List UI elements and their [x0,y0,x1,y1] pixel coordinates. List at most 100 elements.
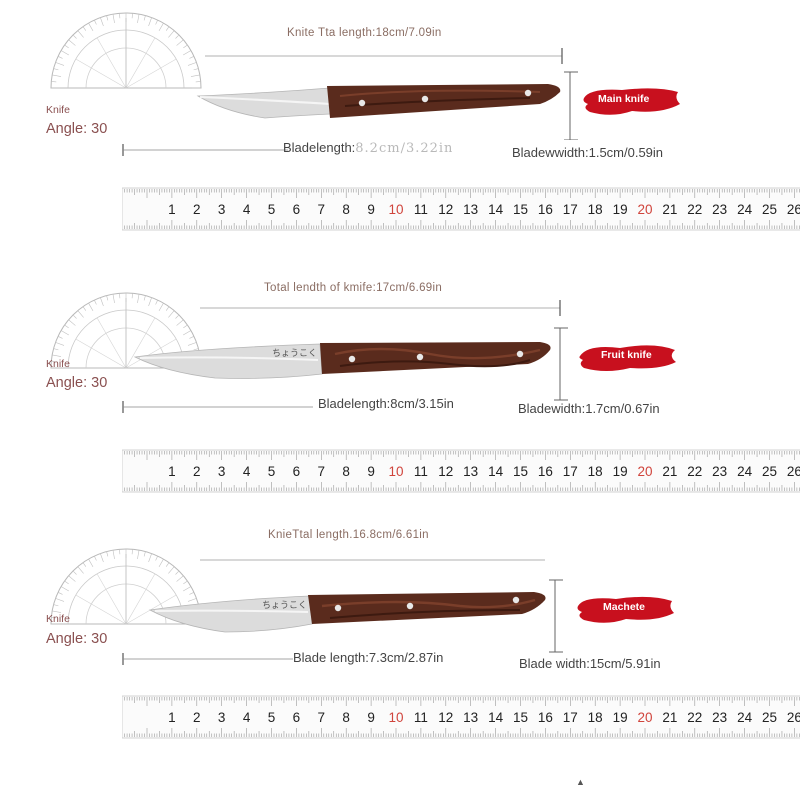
ruler-number: 23 [712,464,728,479]
ruler-number: 13 [463,464,479,479]
ruler-number: 17 [562,202,578,217]
ruler-number: 10 [388,710,404,725]
ruler-number: 9 [367,710,375,725]
blade-length-value: Bladelength:8cm/3.15in [318,396,454,411]
ruler-number: 17 [562,710,578,725]
ruler-number: 12 [438,710,454,725]
ruler-number: 16 [537,202,553,217]
blade-length-label: Bladelength:8.2cm/3.22in [283,140,453,156]
blade-mark: ちょうこく [272,348,318,358]
blade-length-line [122,144,288,156]
blade-length-line [122,653,293,665]
ruler-number: 23 [712,710,728,725]
blade-width-label: Bladewwidth:1.5cm/0.59in [512,145,664,160]
ruler-number: 2 [193,464,201,479]
blade-width-label: Bladewidth:1.7cm/0.67in [518,401,660,416]
ruler-number: 4 [242,710,251,725]
blade-length-prefix: Bladelength: [283,140,356,155]
ruler-number: 10 [388,202,404,217]
ruler-number: 9 [367,464,375,479]
brush-stroke-badge [583,88,680,115]
knife-section-main: Knite Tta length:18cm/7.09in Knife Angle… [0,0,800,255]
ruler-number: 22 [687,710,703,725]
ruler-number: 23 [712,202,728,217]
brush-stroke-badge [577,596,674,623]
ruler-number: 22 [687,464,703,479]
ruler-number: 13 [463,202,479,217]
ruler-number: 26 [786,202,800,217]
ruler-number: 19 [612,464,628,479]
ruler-number: 2 [193,202,201,217]
blade-mark: ちょうこく [262,600,308,610]
ruler-number: 4 [242,464,251,479]
angle-label: Angle: 30 [46,121,108,137]
ruler-number: 24 [737,464,753,479]
ruler-number: 7 [317,464,326,479]
knife-type-badge: Machete [603,601,646,613]
ruler-number: 26 [786,710,800,725]
knife-label: Knife [46,613,70,625]
ruler-number: 6 [292,202,301,217]
ruler-number: 8 [342,710,350,725]
blade-length-value: 8.2cm/3.22in [355,141,454,156]
ruler-number: 2 [193,710,201,725]
ruler-number: 25 [761,464,778,479]
ruler-number: 17 [562,464,578,479]
footer-marker: ▲ [576,777,585,787]
ruler-scale [121,695,800,739]
ruler-scale [121,449,800,493]
ruler-number: 14 [488,710,504,725]
ruler-number: 22 [687,202,703,217]
ruler-number: 1 [168,464,176,479]
ruler-number: 24 [737,710,753,725]
ruler-number: 8 [342,464,350,479]
ruler-number: 12 [438,464,454,479]
blade-length-label: Blade length:7.3cm/2.87in [293,650,443,665]
ruler-number: 16 [537,710,553,725]
knife-illustration [148,559,563,653]
knife-label: Knife [46,104,70,116]
ruler-number: 15 [512,202,529,217]
ruler-number: 26 [786,464,800,479]
ruler-number: 7 [317,710,326,725]
ruler-number: 25 [761,710,778,725]
brush-stroke-badge [579,345,676,371]
ruler-scale [121,187,800,231]
knife-section-machete: ちょうこく KnieTtal length.16.8cm/6.61in Knif… [0,520,800,775]
ruler-number: 20 [637,202,653,217]
ruler-number: 18 [587,710,603,725]
ruler-number: 9 [367,202,375,217]
ruler-number: 14 [488,464,504,479]
ruler-number: 21 [662,202,678,217]
ruler-number: 15 [512,464,529,479]
ruler-number: 10 [388,464,404,479]
ruler-number: 20 [637,464,653,479]
angle-label: Angle: 30 [46,631,108,647]
knife-illustration [196,48,578,140]
ruler-number: 1 [168,710,176,725]
ruler-number: 3 [217,464,226,479]
protractor-icon [50,12,202,89]
knife-type-badge: Main knife [598,93,650,105]
angle-label: Angle: 30 [46,375,108,391]
total-length-label: Total lendth of kmife:17cm/6.69in [264,282,443,294]
ruler-number: 11 [413,464,428,479]
blade-length-value: Blade length:7.3cm/2.87in [293,650,444,665]
blade-width-label: Blade width:15cm/5.91in [519,656,661,671]
ruler-number: 6 [292,710,301,725]
knife-type-badge: Fruit knife [601,349,652,361]
protractor-icon [50,548,202,625]
protractor-icon [50,292,202,369]
ruler-number: 3 [217,710,226,725]
ruler-number: 1 [168,202,176,217]
ruler-number: 18 [587,464,603,479]
ruler-number: 19 [612,202,628,217]
knife-label: Knife [46,358,70,370]
blade-length-line [122,401,313,413]
ruler-number: 21 [662,464,678,479]
ruler-number: 24 [737,202,753,217]
blade-length-label: Bladelength:8cm/3.15in [318,396,454,411]
ruler-number: 5 [267,464,276,479]
